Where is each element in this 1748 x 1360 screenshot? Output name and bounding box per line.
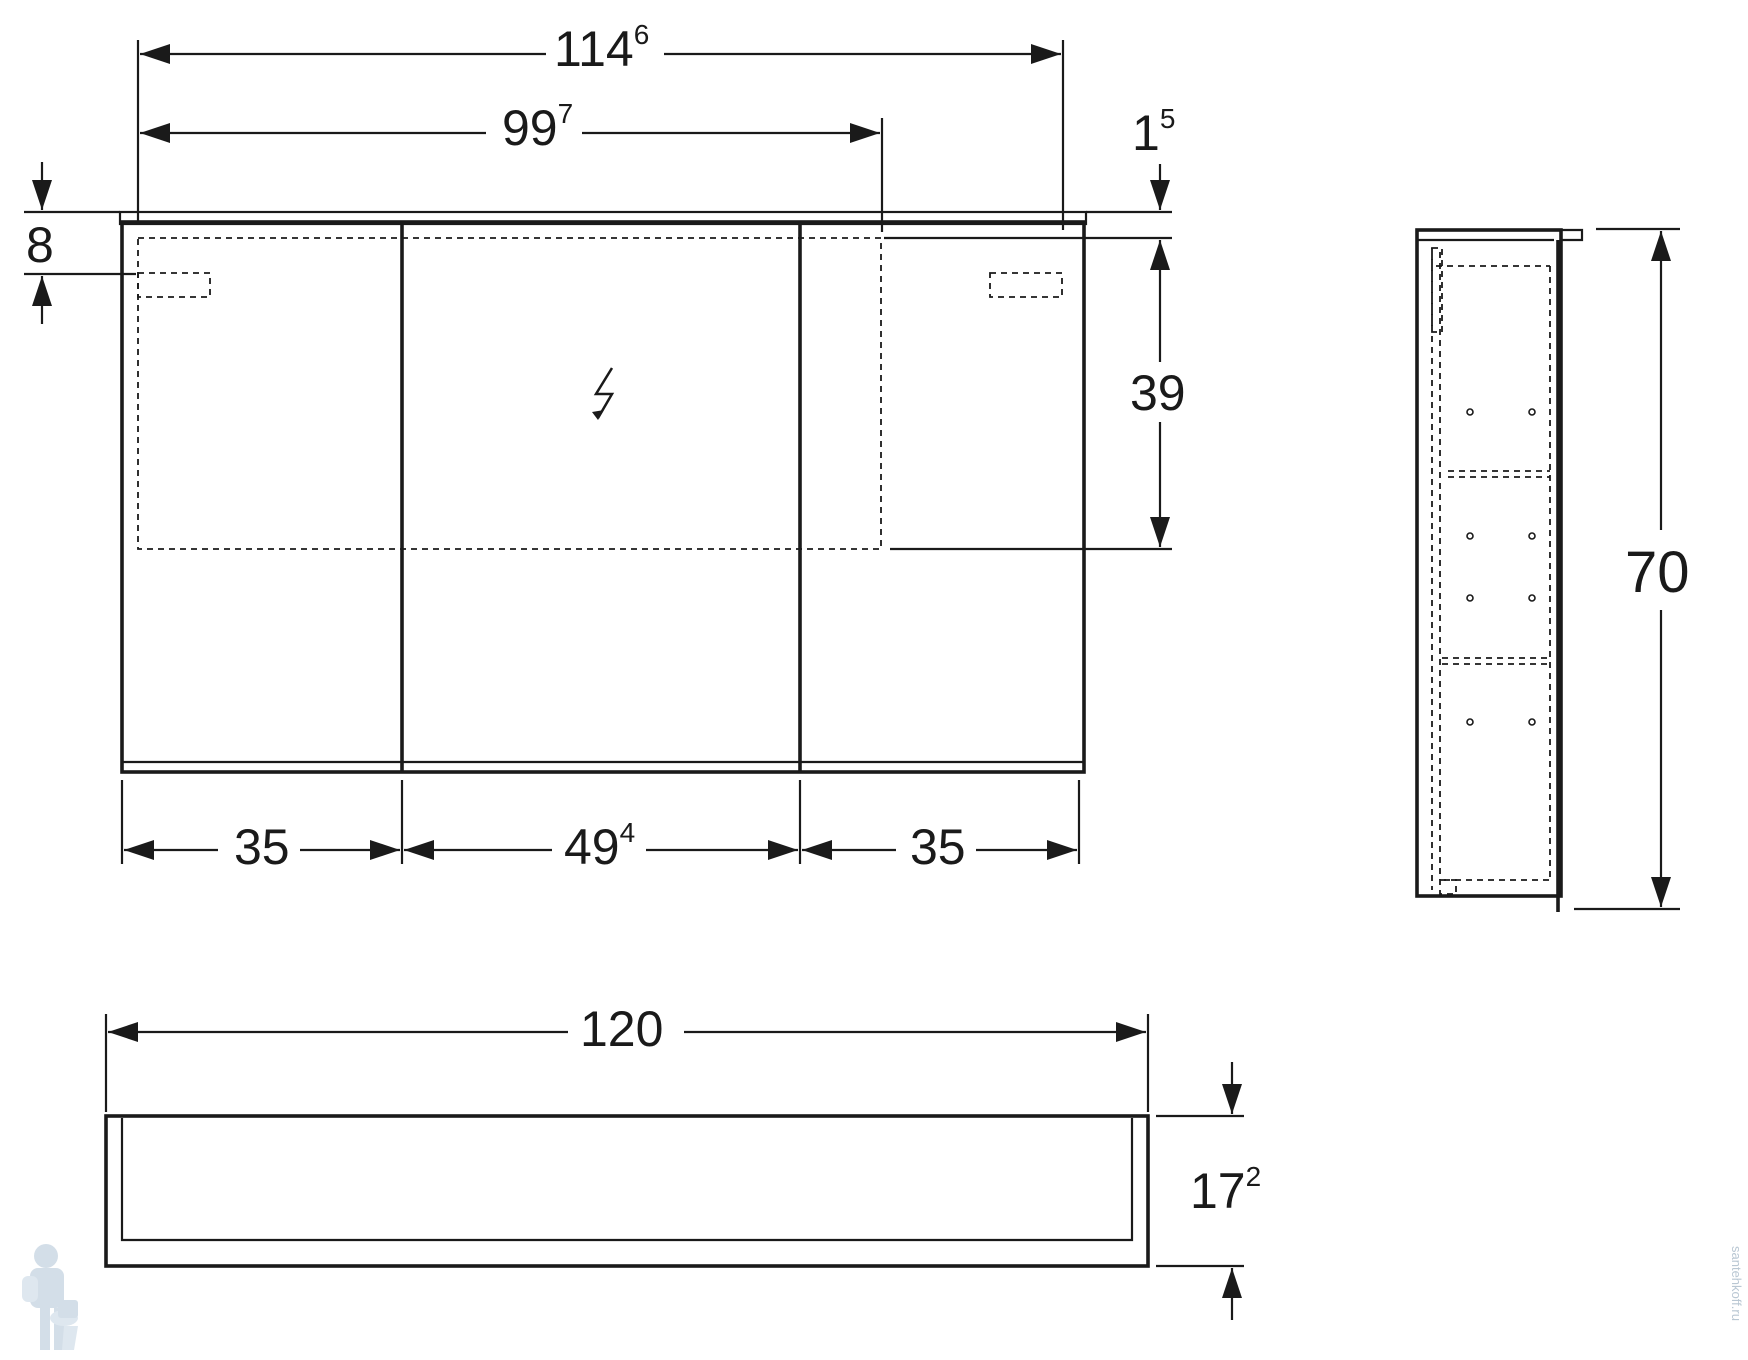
overall-width-sup: 6 [634, 19, 650, 50]
top-step-value: 1 [1132, 105, 1160, 161]
side-height-value: 70 [1625, 540, 1690, 605]
dim-top-step: 15 [1086, 103, 1175, 214]
light-height-value: 8 [26, 217, 54, 273]
watermark-logo [22, 1244, 78, 1350]
dim-door-widths: 35 494 35 [120, 780, 1081, 875]
switch-left [137, 272, 211, 298]
dim-mirror-height: 39 [884, 236, 1186, 551]
dim-light-height: 8 [24, 162, 136, 324]
lightning-icon [592, 367, 615, 420]
plan-depth-value: 17 [1190, 1163, 1246, 1219]
dim-side-height: 70 [1574, 227, 1690, 911]
side-view: 70 [1415, 227, 1690, 912]
plan-view: 120 172 [104, 1001, 1261, 1320]
mirror-outline [137, 237, 882, 550]
cabinet-body [120, 220, 1086, 774]
light-strip [118, 210, 1088, 226]
svg-text:172: 172 [1190, 1161, 1261, 1219]
switch-right [989, 272, 1063, 298]
side-body [1415, 228, 1563, 898]
svg-text:15: 15 [1132, 103, 1175, 161]
top-step-sup: 5 [1160, 103, 1176, 134]
mirror-width-value: 99 [502, 100, 558, 156]
door-right-value: 35 [910, 819, 966, 875]
mirror-width-sup: 7 [558, 98, 574, 129]
plan-body [104, 1114, 1150, 1268]
door-center-sup: 4 [620, 817, 636, 848]
svg-text:997: 997 [502, 98, 573, 156]
door-left-value: 35 [234, 819, 290, 875]
plan-depth-sup: 2 [1246, 1161, 1262, 1192]
front-view: 1146 997 15 8 [24, 19, 1186, 875]
plan-width-value: 120 [580, 1001, 663, 1057]
door-center-value: 49 [564, 819, 620, 875]
watermark-text: santehkoff.ru [1729, 1246, 1744, 1321]
svg-text:1146: 1146 [554, 19, 649, 77]
mirror-height-value: 39 [1130, 365, 1186, 421]
dim-plan-width: 120 [104, 1001, 1150, 1112]
svg-text:494: 494 [564, 817, 635, 875]
dim-plan-depth: 172 [1156, 1062, 1261, 1320]
dim-mirror-width: 997 [140, 98, 884, 232]
dim-overall-width: 1146 [136, 19, 1065, 230]
overall-width-value: 114 [554, 21, 634, 77]
shelf-pin-holes [1466, 408, 1536, 726]
